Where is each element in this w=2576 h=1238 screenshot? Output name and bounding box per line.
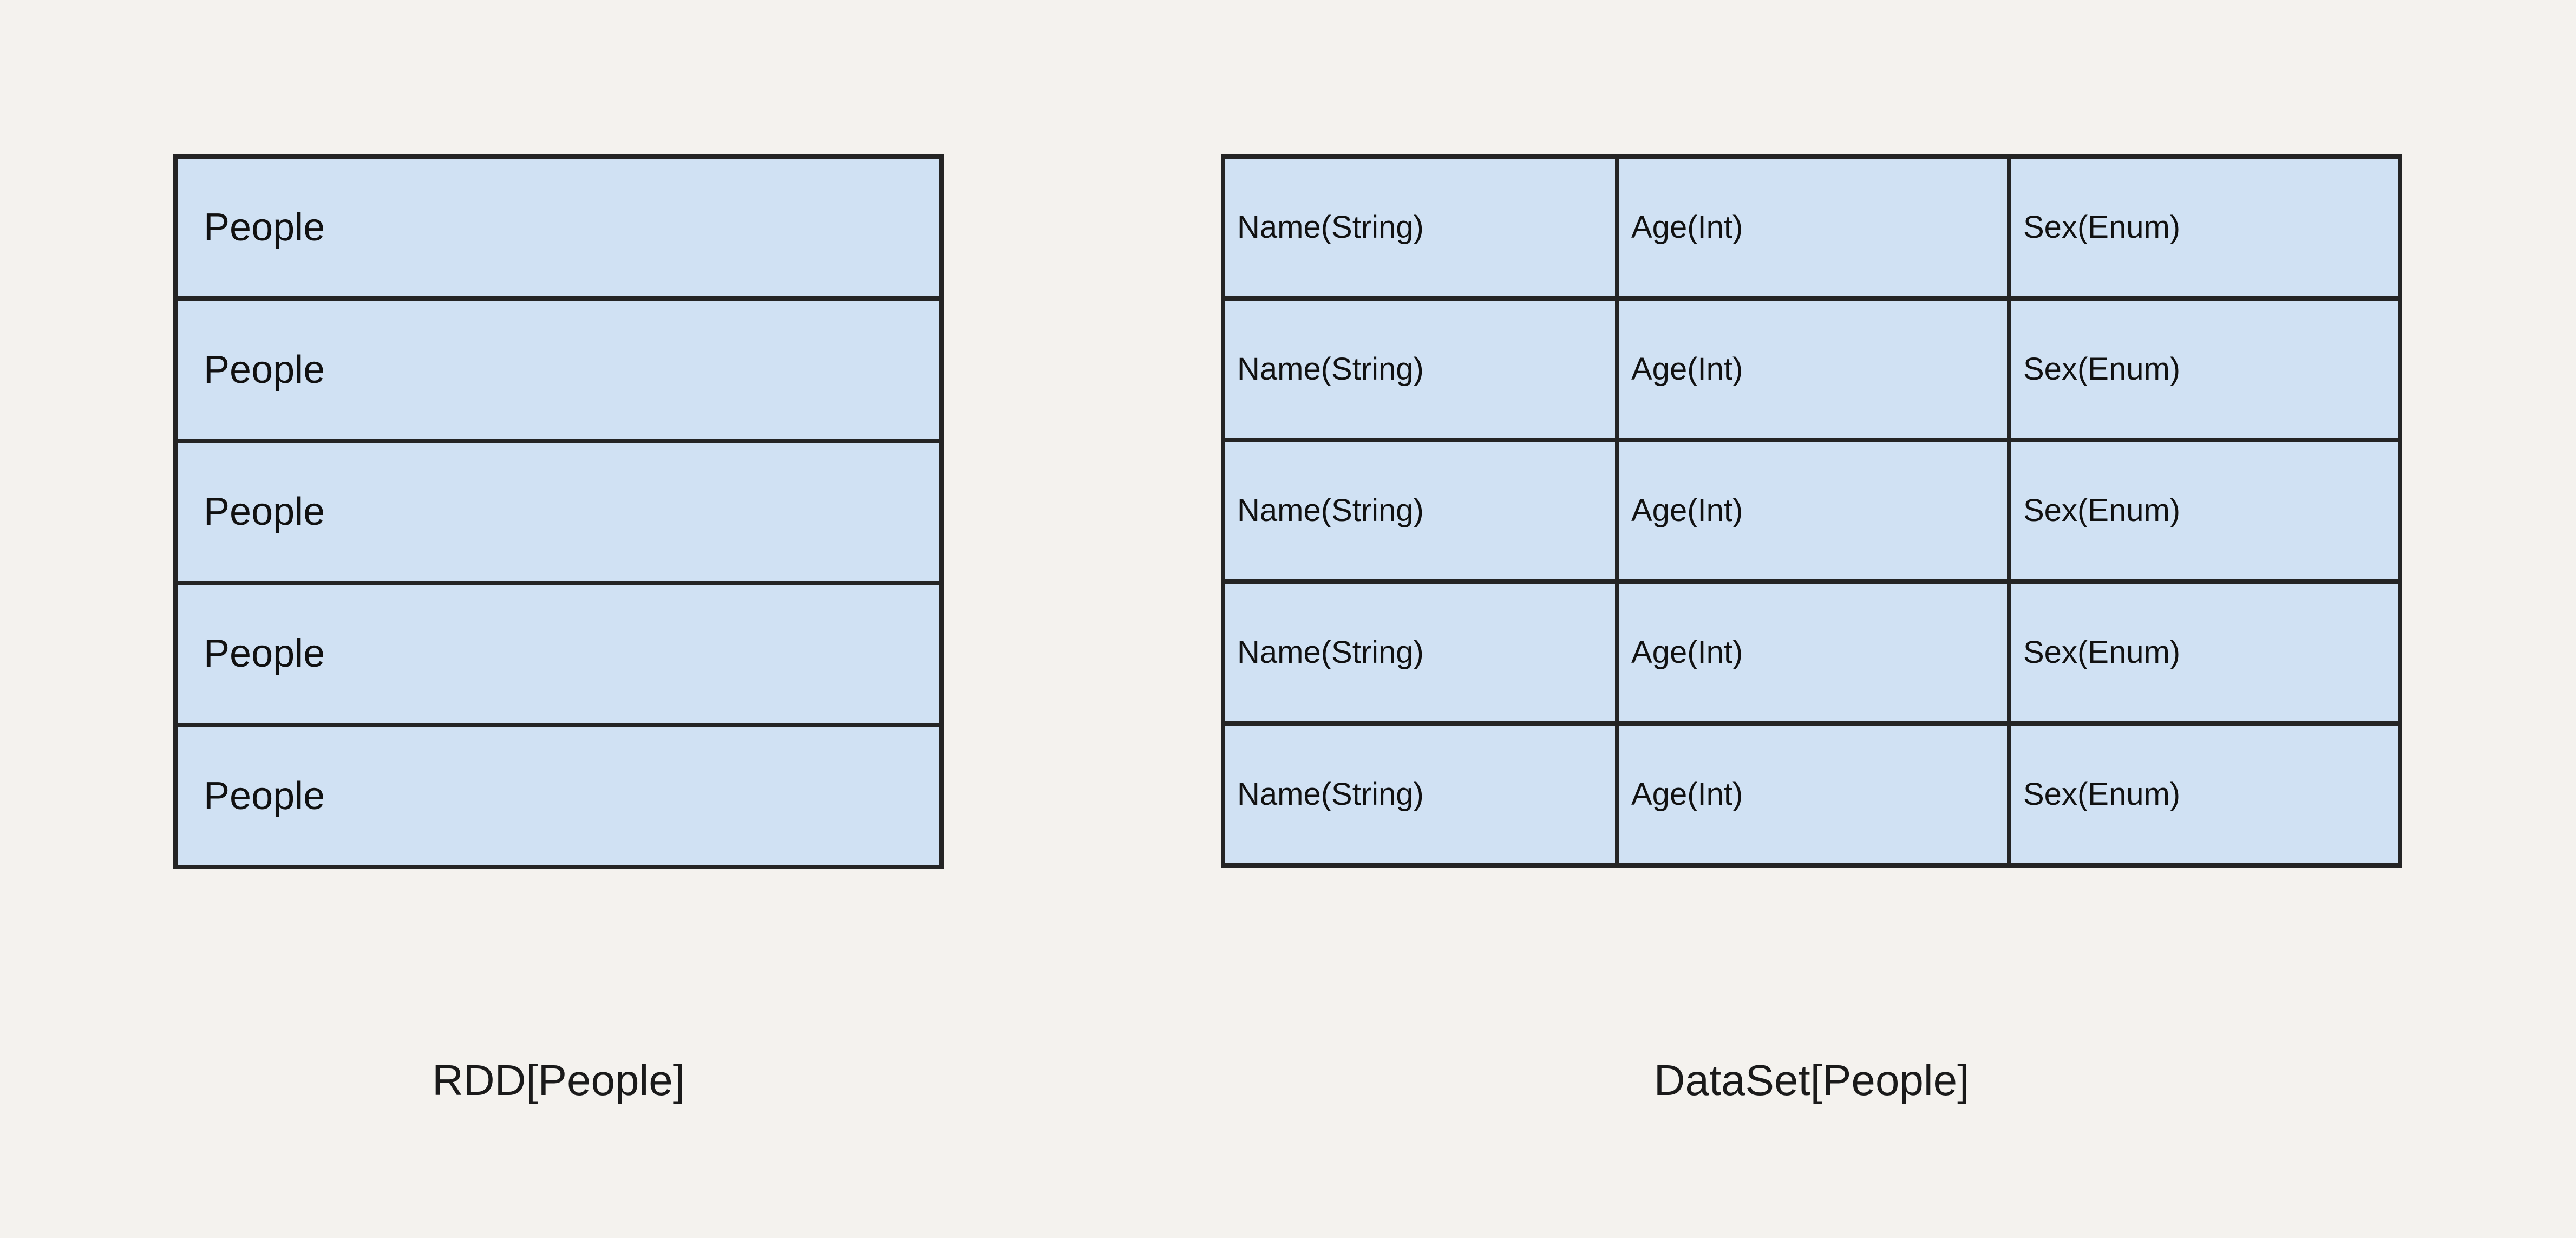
dataset-cell-text: Age(Int) <box>1631 351 1743 387</box>
dataset-cell-name: Name(String) <box>1225 442 1619 580</box>
dataset-cell-age: Age(Int) <box>1619 300 2011 438</box>
dataset-row: Name(String) Age(Int) Sex(Enum) <box>1225 726 2398 863</box>
dataset-cell-text: Name(String) <box>1237 209 1424 245</box>
rdd-row-label: People <box>204 348 325 392</box>
dataset-cell-sex: Sex(Enum) <box>2011 159 2398 296</box>
dataset-cell-text: Name(String) <box>1237 351 1424 387</box>
dataset-row: Name(String) Age(Int) Sex(Enum) <box>1225 442 2398 584</box>
dataset-row: Name(String) Age(Int) Sex(Enum) <box>1225 300 2398 442</box>
dataset-cell-sex: Sex(Enum) <box>2011 300 2398 438</box>
rdd-row-label: People <box>204 774 325 818</box>
rdd-row-label: People <box>204 632 325 676</box>
rdd-row: People <box>178 585 939 727</box>
dataset-cell-sex: Sex(Enum) <box>2011 584 2398 722</box>
dataset-block: Name(String) Age(Int) Sex(Enum) Name(Str… <box>1221 154 2402 868</box>
rdd-block: People People People People People <box>173 154 944 869</box>
dataset-cell-age: Age(Int) <box>1619 584 2011 722</box>
dataset-cell-text: Age(Int) <box>1631 635 1743 670</box>
rdd-row-label: People <box>204 206 325 250</box>
dataset-cell-age: Age(Int) <box>1619 726 2011 863</box>
dataset-cell-name: Name(String) <box>1225 159 1619 296</box>
dataset-cell-text: Name(String) <box>1237 493 1424 529</box>
rdd-row: People <box>178 159 939 301</box>
dataset-cell-age: Age(Int) <box>1619 159 2011 296</box>
rdd-row: People <box>178 727 939 865</box>
dataset-cell-text: Name(String) <box>1237 635 1424 670</box>
dataset-caption: DataSet[People] <box>1653 1056 1970 1104</box>
dataset-cell-text: Sex(Enum) <box>2023 493 2181 529</box>
dataset-cell-text: Age(Int) <box>1631 493 1743 529</box>
dataset-cell-text: Name(String) <box>1237 777 1424 812</box>
dataset-cell-sex: Sex(Enum) <box>2011 726 2398 863</box>
dataset-cell-text: Sex(Enum) <box>2023 635 2181 670</box>
dataset-cell-name: Name(String) <box>1225 584 1619 722</box>
rdd-row: People <box>178 301 939 443</box>
dataset-cell-text: Sex(Enum) <box>2023 209 2181 245</box>
dataset-cell-text: Age(Int) <box>1631 777 1743 812</box>
dataset-cell-text: Sex(Enum) <box>2023 351 2181 387</box>
rdd-caption: RDD[People] <box>432 1056 685 1104</box>
dataset-row: Name(String) Age(Int) Sex(Enum) <box>1225 159 2398 301</box>
dataset-cell-sex: Sex(Enum) <box>2011 442 2398 580</box>
dataset-cell-text: Sex(Enum) <box>2023 777 2181 812</box>
dataset-cell-text: Age(Int) <box>1631 209 1743 245</box>
dataset-cell-name: Name(String) <box>1225 300 1619 438</box>
dataset-cell-age: Age(Int) <box>1619 442 2011 580</box>
rdd-row-label: People <box>204 490 325 534</box>
dataset-cell-name: Name(String) <box>1225 726 1619 863</box>
dataset-row: Name(String) Age(Int) Sex(Enum) <box>1225 584 2398 726</box>
rdd-row: People <box>178 442 939 585</box>
